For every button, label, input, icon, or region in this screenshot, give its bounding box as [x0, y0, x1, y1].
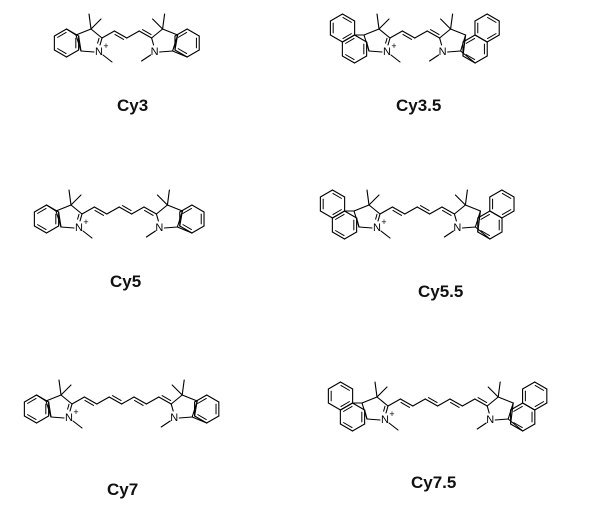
- svg-text:+: +: [381, 217, 386, 227]
- svg-text:N: N: [439, 46, 447, 58]
- svg-text:N: N: [383, 46, 391, 58]
- structure-cy3: N+N: [0, 0, 280, 95]
- caption-cy5-5: Cy5.5: [418, 282, 464, 301]
- caption-cy3: Cy3: [117, 96, 149, 115]
- caption-cy7: Cy7: [107, 480, 139, 499]
- structure-cy3-5: N+N: [280, 0, 602, 95]
- caption-cy3-5: Cy3.5: [396, 96, 442, 115]
- structure-cy5: N+N: [0, 170, 290, 265]
- svg-text:+: +: [73, 407, 78, 417]
- svg-text:N: N: [155, 222, 163, 234]
- svg-text:+: +: [103, 41, 108, 51]
- structure-cy7: N+N: [0, 360, 290, 465]
- svg-text:N: N: [95, 46, 103, 58]
- svg-text:N: N: [486, 414, 494, 426]
- svg-text:N: N: [381, 414, 389, 426]
- caption-cy5: Cy5: [110, 272, 142, 291]
- svg-text:+: +: [391, 41, 396, 51]
- svg-text:N: N: [151, 46, 159, 58]
- svg-text:+: +: [83, 217, 88, 227]
- svg-text:N: N: [170, 412, 178, 424]
- svg-text:N: N: [373, 222, 381, 234]
- structure-cy5-5: N+N: [280, 170, 602, 275]
- svg-text:N: N: [65, 412, 73, 424]
- svg-text:+: +: [389, 409, 394, 419]
- structure-cy7-5: N+N: [280, 360, 602, 465]
- caption-cy7-5: Cy7.5: [411, 473, 457, 492]
- svg-text:N: N: [75, 222, 83, 234]
- svg-text:N: N: [453, 222, 461, 234]
